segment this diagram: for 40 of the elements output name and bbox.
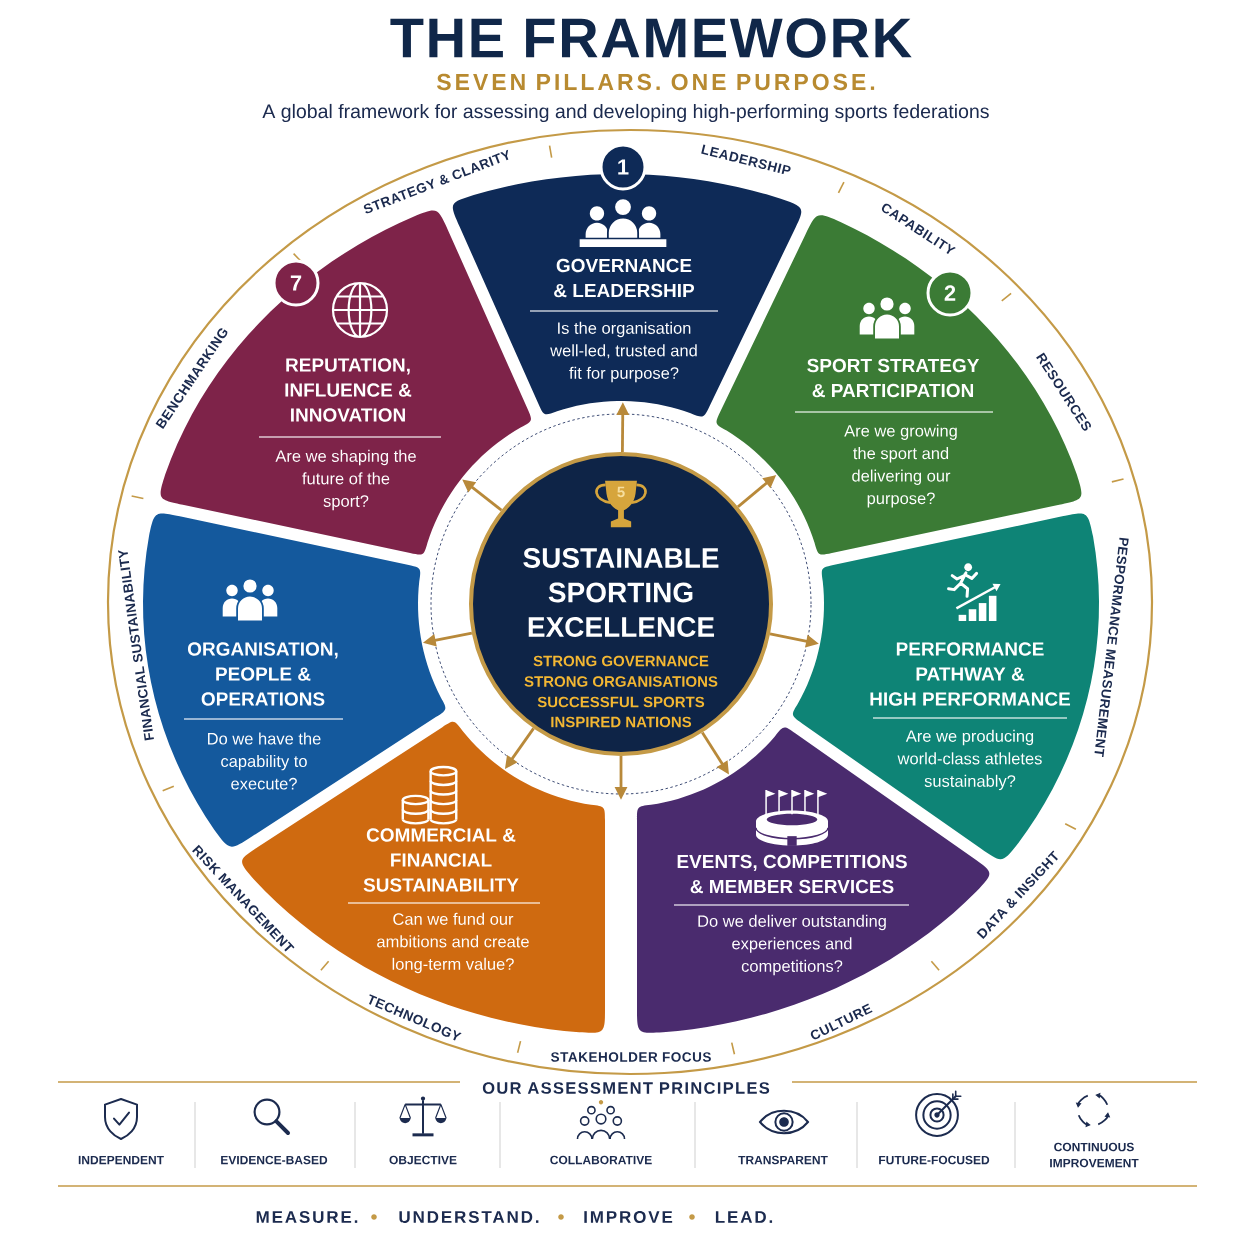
pillar-title: PERFORMANCE PATHWAY & HIGH PERFORMANCE	[870, 642, 1071, 706]
hub-tagline: INSPIRED NATIONS	[551, 716, 692, 728]
principle-label: OBJECTIVE	[389, 1155, 457, 1165]
principle-label: INDEPENDENT	[78, 1155, 164, 1165]
pillar-title: EVENTS, COMPETITIONS & MEMBER SERVICES	[677, 854, 907, 894]
title: THE FRAMEWORK	[390, 18, 912, 58]
hub-tagline: SUCCESSFUL SPORTS	[537, 696, 705, 708]
subtitle: SEVEN PILLARS. ONE PURPOSE.	[436, 73, 875, 91]
motto-word: MEASURE.	[256, 1211, 358, 1223]
question-text: Are we producing world-class athletes sustainably?	[897, 729, 1042, 791]
question-text: Do we have the capability to execute?	[208, 732, 321, 790]
number-badge: 7	[272, 259, 320, 307]
tagline: A global framework for assessing and developing high-performing sports federations	[262, 103, 989, 123]
question-text: Are we growing the sport and delivering our purpose?	[844, 424, 957, 508]
trophy-number: 5	[617, 486, 625, 498]
motto-word: UNDERSTAND.	[399, 1211, 539, 1223]
question-text: Do we deliver outstanding experiences and competitions?	[698, 914, 886, 976]
question-text: Can we fund our ambitions and create long-term value?	[377, 912, 529, 974]
number-badge: 1	[599, 143, 647, 191]
pillar-title: REPUTATION, INFLUENCE & INNOVATION	[285, 358, 412, 422]
pillar-title: GOVERNANCE & LEADERSHIP	[554, 258, 695, 298]
question-text: Are we shaping the future of the sport?	[275, 449, 416, 511]
pillar-title: ORGANISATION, PEOPLE & OPERATIONS	[187, 642, 338, 706]
question-text: Is the organisation well-led, trusted and fit for purpose?	[550, 321, 697, 383]
principle-label: CONTINUOUS IMPROVEMENT	[1050, 1142, 1139, 1168]
hub-tagline: STRONG ORGANISATIONS	[524, 676, 718, 687]
principle-label: FUTURE-FOCUSED	[879, 1155, 990, 1165]
motto-word: LEAD.	[715, 1211, 773, 1223]
hub-title: SUSTAINABLE SPORTING EXCELLENCE	[523, 548, 719, 637]
principle-label: EVIDENCE-BASED	[221, 1155, 328, 1165]
pillar-title: COMMERCIAL & FINANCIAL SUSTAINABILITY	[363, 828, 519, 892]
section-heading: OUR ASSESSMENT PRINCIPLES	[482, 1082, 770, 1094]
principle-label: TRANSPARENT	[738, 1155, 828, 1165]
pillar-title: SPORT STRATEGY & PARTICIPATION	[807, 358, 980, 398]
hub-tagline: STRONG GOVERNANCE	[533, 655, 709, 667]
ring-label: PESPORMANCE MEASUREMENT	[1094, 537, 1129, 758]
motto-word: IMPROVE	[584, 1211, 673, 1223]
principle-label: COLLABORATIVE	[550, 1155, 652, 1165]
hub-circle	[469, 452, 773, 756]
ring-label: STAKEHOLDER FOCUS	[550, 1052, 711, 1062]
